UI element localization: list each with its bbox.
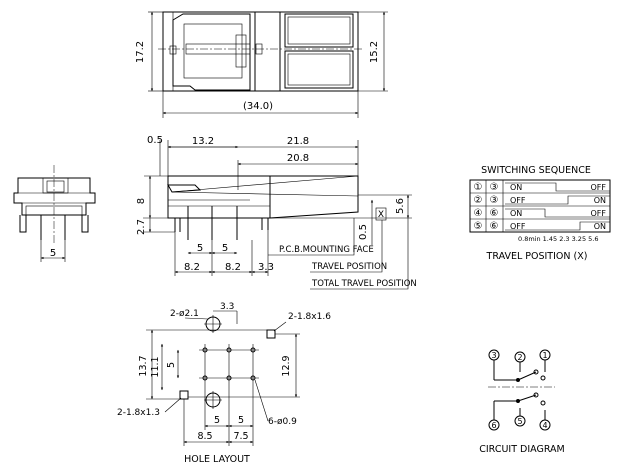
terminal-5: 5 (517, 417, 522, 426)
dim-2-7: 2.7 (136, 219, 147, 235)
seq-r2-s1: OFF (510, 196, 526, 205)
dim-8-2-b: 8.2 (225, 262, 241, 273)
dim-11-1: 11.1 (150, 356, 161, 377)
circuit-diagram: 3 2 1 6 5 4 CIRCUIT DIAGRAM (479, 349, 565, 455)
dim-15-2: 15.2 (369, 41, 380, 63)
dim-5-a: 5 (197, 243, 203, 254)
dim-5-bottom: 5 (214, 415, 220, 426)
lbl-2-slot-1-3: 2-1.8x1.3 (117, 408, 160, 418)
seq-r3-c2: ⑥ (490, 208, 499, 219)
seq-r3-c1: ④ (474, 208, 483, 219)
seq-r4-c2: ⑥ (490, 221, 499, 232)
dim-5-hole: 5 (166, 362, 177, 368)
hole-layout: 2-ø2.1 3.3 2-1.8x1.6 2-1.8x1.3 6-ø0.9 13… (117, 302, 331, 465)
seq-r1-c2: ③ (490, 182, 499, 193)
seq-r2-c2: ③ (490, 195, 499, 206)
label-pcb-mounting-face: P.C.B.MOUNTING FACE (279, 245, 374, 255)
seq-r2-c1: ② (474, 195, 483, 206)
terminal-1: 1 (542, 351, 547, 360)
lbl-6-dia-0-9: 6-ø0.9 (268, 417, 297, 427)
terminal-4: 4 (542, 421, 547, 430)
dim-21-8: 21.8 (287, 136, 309, 147)
dim-12-9: 12.9 (281, 355, 292, 376)
label-total-travel-position: TOTAL TRAVEL POSITION (311, 279, 417, 289)
lbl-3-3: 3.3 (220, 302, 234, 312)
seq-scale: 0.8min 1.45 2.3 3.25 5.6 (518, 235, 598, 243)
dim-5-6: 5.6 (395, 198, 406, 214)
seq-footer: TRAVEL POSITION (X) (486, 251, 588, 262)
dim-17-2: 17.2 (135, 41, 146, 63)
seq-r1-s2: OFF (591, 183, 607, 192)
dim-13-2: 13.2 (192, 136, 214, 147)
dim-13-7: 13.7 (138, 355, 149, 376)
seq-r2-s2: ON (594, 196, 606, 205)
end-dim-5: 5 (50, 248, 56, 259)
hole-layout-title: HOLE LAYOUT (184, 454, 250, 465)
end-view: 5 (13, 165, 96, 262)
seq-r3-s2: OFF (591, 209, 607, 218)
terminal-3: 3 (491, 351, 496, 360)
seq-r4-c1: ⑤ (474, 221, 483, 232)
seq-r3-s1: ON (510, 209, 522, 218)
terminal-2: 2 (517, 353, 522, 362)
seq-r1-c1: ① (474, 182, 483, 193)
dim-7-5: 7.5 (233, 431, 248, 442)
dim-0-5-right: 0.5 (358, 224, 369, 240)
dim-8-5: 8.5 (197, 431, 212, 442)
label-travel-position: TRAVEL POSITION (311, 262, 387, 272)
side-view: 0.5 13.2 21.8 20.8 8 2.7 5 (136, 135, 417, 290)
seq-r4-s1: OFF (510, 222, 526, 231)
dim-5-bottom-b: 5 (238, 415, 244, 426)
dim-3-3-side: 3.3 (258, 262, 274, 273)
dim-5-b: 5 (222, 243, 228, 254)
dim-8: 8 (136, 198, 147, 204)
switching-title: SWITCHING SEQUENCE (481, 165, 591, 176)
dim-0-5-top: 0.5 (147, 135, 163, 146)
seq-r4-s2: ON (594, 222, 606, 231)
dim-34-0: (34.0) (243, 101, 273, 112)
circuit-title: CIRCUIT DIAGRAM (479, 444, 565, 455)
lbl-2-dia-2-1: 2-ø2.1 (170, 309, 199, 319)
top-view: 17.2 15.2 (34.0) (135, 11, 388, 118)
small-holes (199, 344, 259, 384)
dim-x: X (378, 210, 384, 220)
switching-sequence: SWITCHING SEQUENCE ① ③ ON OFF ② ③ OFF ON… (469, 165, 611, 262)
dim-8-2-a: 8.2 (184, 262, 200, 273)
dim-20-8: 20.8 (287, 153, 309, 164)
terminal-6: 6 (491, 421, 496, 430)
seq-r1-s1: ON (510, 183, 522, 192)
lbl-2-slot-1-6: 2-1.8x1.6 (288, 312, 331, 322)
